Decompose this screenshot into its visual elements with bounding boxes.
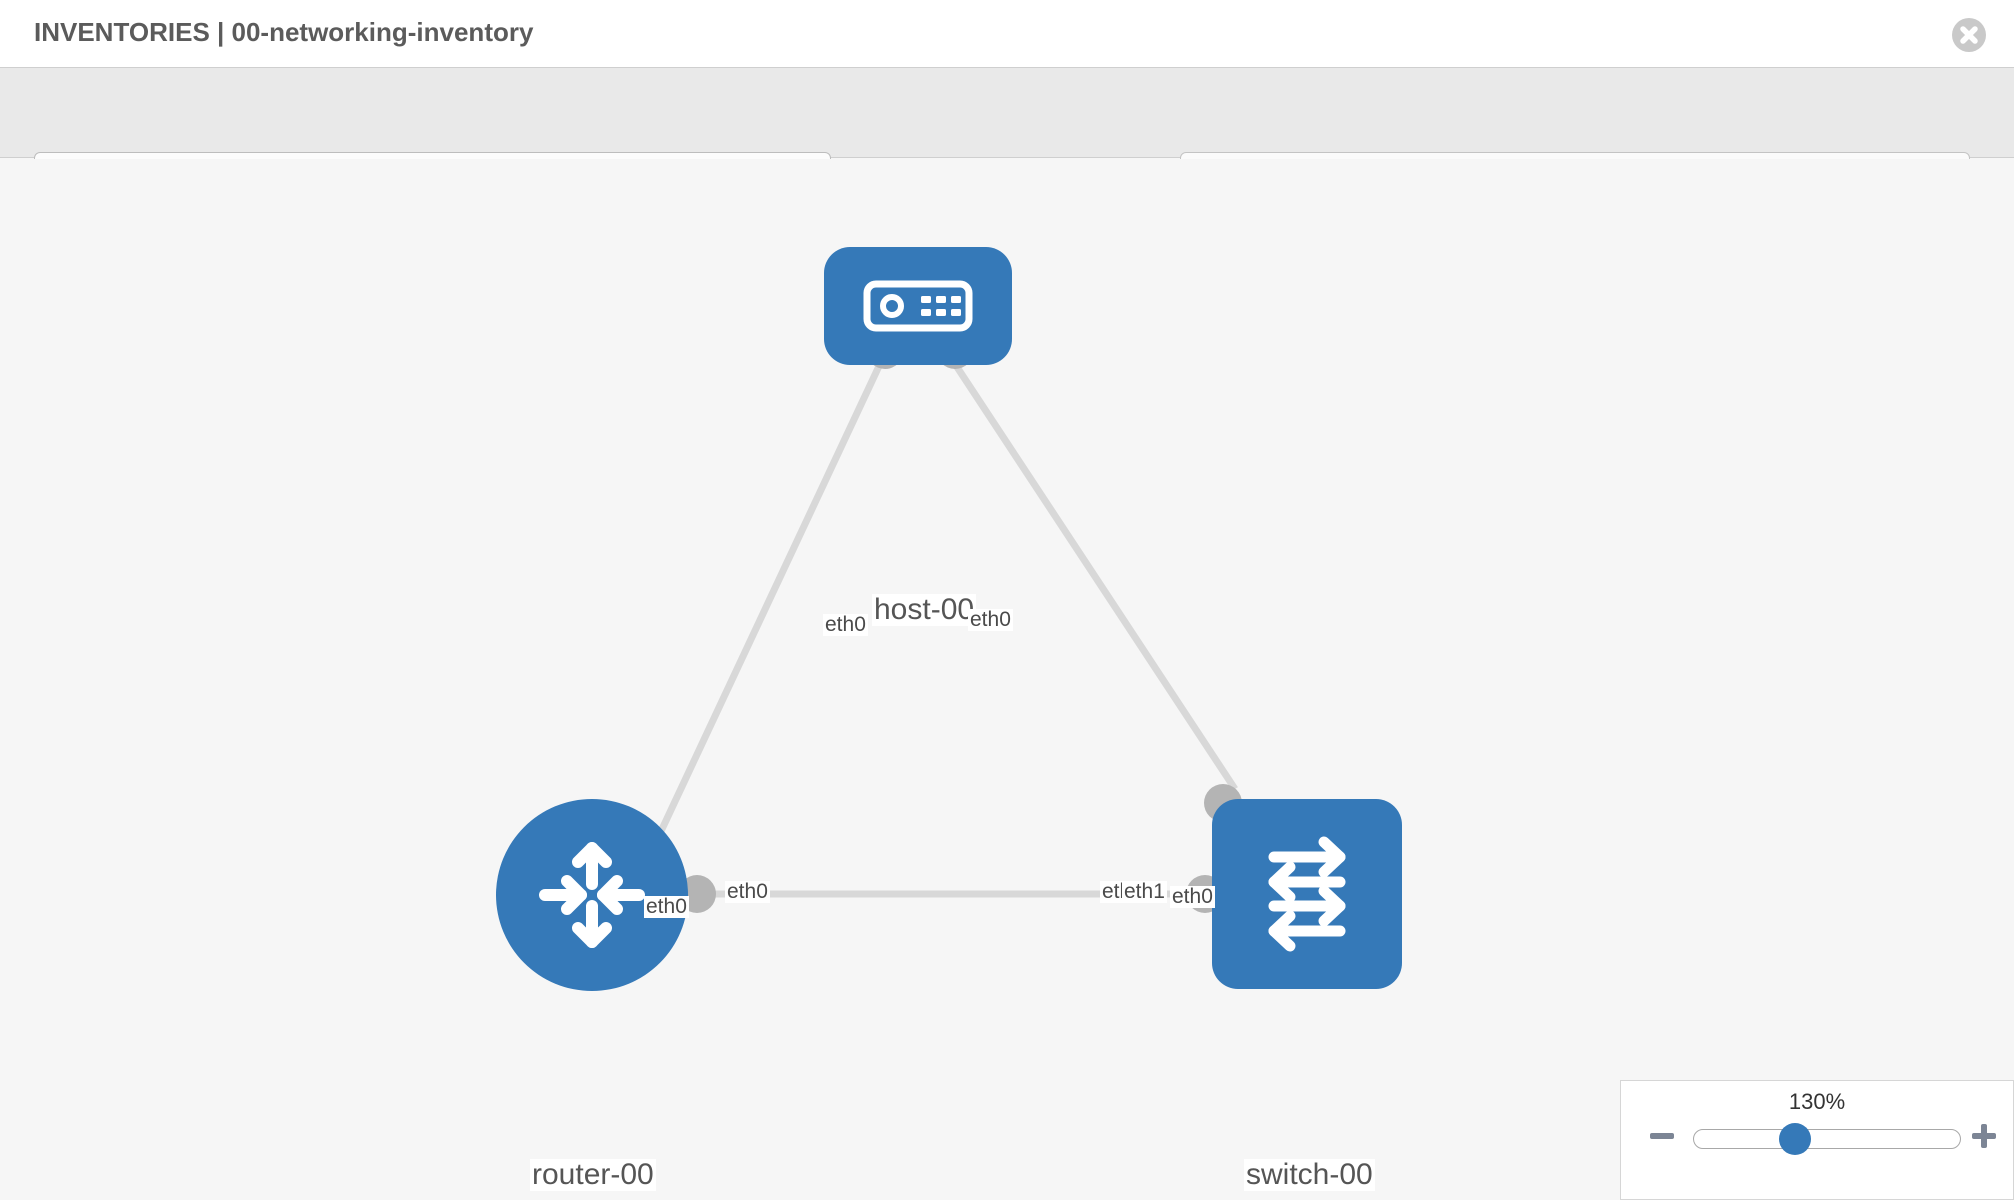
minus-icon[interactable]	[1647, 1121, 1677, 1151]
node-router-00[interactable]	[496, 799, 688, 991]
link-host00-router00	[644, 362, 884, 861]
node-label-host-00: host-00	[872, 593, 977, 626]
iface-label-router00-to-switch00: eth0	[725, 880, 770, 904]
iface-label-switch00-to-router00: eth1	[1122, 880, 1167, 904]
switch-arrows-icon	[1268, 836, 1346, 952]
iface-label-host00-to-switch00: eth0	[968, 608, 1013, 632]
iface-label-switch00-to-host00: eth0	[1170, 885, 1215, 909]
link-host00-switch00	[952, 362, 1238, 791]
toolbar: ACTIONS SEARC	[0, 68, 2014, 204]
iface-label-router00-to-host00: eth0	[644, 895, 689, 919]
router-arrows-icon	[539, 842, 645, 948]
close-icon[interactable]	[1952, 18, 1986, 52]
node-switch-00-shape[interactable]	[1212, 799, 1402, 989]
node-switch-00[interactable]	[1212, 799, 1402, 989]
page-title: INVENTORIES | 00-networking-inventory	[34, 17, 534, 47]
node-router-00-shape[interactable]	[496, 799, 688, 991]
page-header: INVENTORIES | 00-networking-inventory	[0, 0, 2014, 68]
node-label-router-00: router-00	[530, 1158, 656, 1191]
zoom-slider-thumb[interactable]	[1779, 1123, 1811, 1155]
node-label-switch-00: switch-00	[1244, 1158, 1375, 1191]
zoom-percent-label: 130%	[1788, 1089, 1846, 1114]
plus-icon[interactable]	[1969, 1121, 1999, 1151]
zoom-control: 130%	[1620, 1080, 2014, 1200]
topology-canvas[interactable]: host-00	[0, 159, 2014, 1200]
zoom-slider-track[interactable]	[1693, 1129, 1961, 1149]
server-appliance-icon	[863, 280, 973, 332]
iface-label-host00-to-router00: eth0	[823, 613, 868, 637]
node-host-00-shape[interactable]	[824, 247, 1012, 365]
node-host-00[interactable]	[824, 247, 1012, 365]
